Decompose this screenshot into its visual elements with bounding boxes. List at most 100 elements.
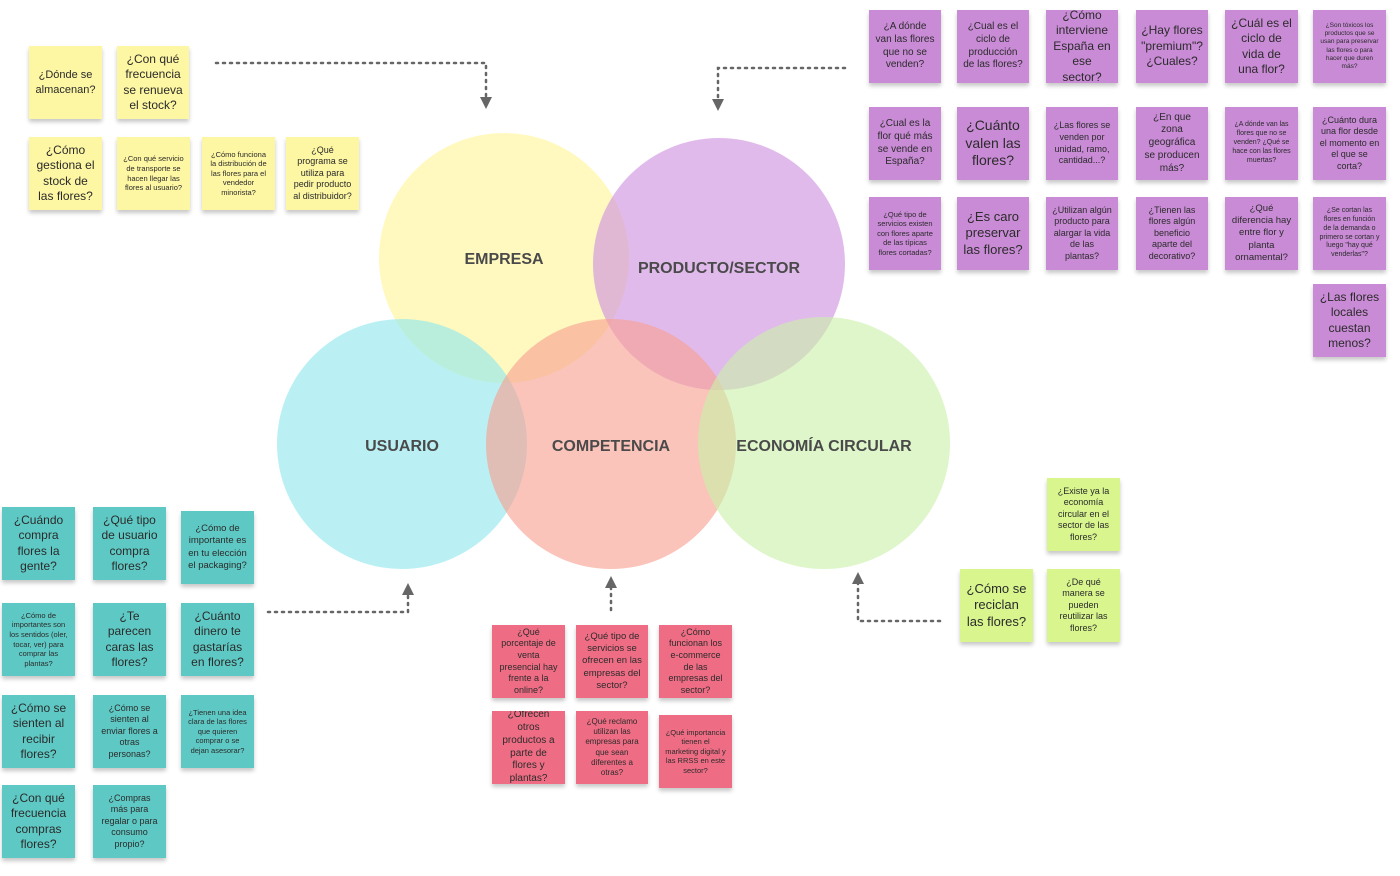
sticky-note-text: ¿Cuánto dura una flor desde el momento e… bbox=[1319, 114, 1380, 171]
sticky-note-text: ¿Existe ya la economía circular en el se… bbox=[1057, 485, 1110, 542]
sticky-note-text: ¿De qué manera se pueden reutilizar las … bbox=[1059, 576, 1108, 633]
connector-economia bbox=[852, 572, 942, 623]
sticky-note-competencia: ¿Ofrecen otros productos a parte de flor… bbox=[492, 711, 565, 784]
sticky-note-empresa: ¿Cómo gestiona el stock de las flores? bbox=[29, 137, 102, 210]
sticky-note-economia: ¿De qué manera se pueden reutilizar las … bbox=[1047, 569, 1120, 642]
circle-competencia bbox=[486, 319, 736, 569]
sticky-note-text: ¿Ofrecen otros productos a parte de flor… bbox=[502, 711, 555, 784]
sticky-note-text: ¿Qué diferencia hay entre flor y planta … bbox=[1231, 203, 1292, 263]
sticky-note-text: ¿Qué porcentaje de venta presencial hay … bbox=[499, 626, 558, 695]
sticky-note-empresa: ¿Dónde se almacenan? bbox=[29, 46, 102, 119]
sticky-note-text: ¿Tienen una idea clara de las flores que… bbox=[188, 707, 247, 755]
sticky-note-producto: ¿Qué tipo de servicios existen con flore… bbox=[869, 197, 941, 270]
sticky-note-producto: ¿Cuánto dura una flor desde el momento e… bbox=[1313, 107, 1386, 180]
sticky-note-empresa: ¿Qué programa se utiliza para pedir prod… bbox=[286, 137, 359, 210]
sticky-note-competencia: ¿Qué reclamo utilizan las empresas para … bbox=[576, 711, 648, 784]
sticky-note-producto: ¿Cuál es el ciclo de vida de una flor? bbox=[1225, 10, 1298, 83]
sticky-note-economia: ¿Existe ya la economía circular en el se… bbox=[1047, 478, 1120, 551]
label-producto: PRODUCTO/SECTOR bbox=[638, 260, 801, 277]
sticky-note-text: ¿Cómo de importante es en tu elección el… bbox=[188, 523, 247, 571]
connector-empresa bbox=[214, 61, 492, 109]
label-economia: ECONOMÍA CIRCULAR bbox=[736, 436, 912, 455]
sticky-note-text: ¿Con qué servicio de transporte se hacen… bbox=[123, 154, 184, 193]
sticky-note-text: ¿Cuándo compra flores la gente? bbox=[13, 512, 64, 573]
connector-usuario bbox=[266, 583, 414, 614]
sticky-note-producto: ¿A dónde van las flores que no se venden… bbox=[869, 10, 941, 83]
sticky-note-producto: ¿Utilizan algún producto para alargar la… bbox=[1046, 197, 1118, 270]
sticky-note-text: ¿Es caro preservar las flores? bbox=[963, 208, 1023, 257]
sticky-note-text: ¿Cómo se sienten al enviar flores a otra… bbox=[101, 702, 158, 759]
sticky-note-producto: ¿Cómo interviene España en ese sector? bbox=[1046, 10, 1118, 83]
sticky-note-producto: ¿Tienen las flores algún beneficio apart… bbox=[1136, 197, 1208, 270]
sticky-note-producto: ¿Es caro preservar las flores? bbox=[957, 197, 1029, 270]
sticky-note-text: ¿Qué importancia tienen el marketing dig… bbox=[665, 727, 726, 775]
sticky-note-text: ¿Cual es la flor qué más se vende en Esp… bbox=[877, 117, 933, 168]
sticky-note-text: ¿Utilizan algún producto para alargar la… bbox=[1052, 204, 1112, 261]
sticky-note-text: ¿Qué reclamo utilizan las empresas para … bbox=[585, 716, 639, 777]
sticky-note-text: ¿Son tóxicos los productos que se usan p… bbox=[1320, 21, 1379, 71]
sticky-note-producto: ¿Cual es el ciclo de producción de las f… bbox=[957, 10, 1029, 83]
circle-economia bbox=[698, 317, 950, 569]
sticky-note-text: ¿Hay flores "premium"? ¿Cuales? bbox=[1141, 23, 1203, 69]
sticky-note-producto: ¿Qué diferencia hay entre flor y planta … bbox=[1225, 197, 1298, 270]
sticky-note-text: ¿A dónde van las flores que no se venden… bbox=[875, 20, 935, 71]
sticky-note-text: ¿Las flores locales cuestan menos? bbox=[1319, 289, 1380, 350]
sticky-note-producto: ¿Las flores se venden por unidad, ramo, … bbox=[1046, 107, 1118, 180]
sticky-note-producto: ¿En que zona geográfica se producen más? bbox=[1136, 107, 1208, 180]
sticky-note-usuario: ¿Te parecen caras las flores? bbox=[93, 603, 166, 676]
sticky-note-usuario: ¿Cuándo compra flores la gente? bbox=[2, 507, 75, 580]
sticky-note-text: ¿Cómo gestiona el stock de las flores? bbox=[36, 142, 95, 203]
sticky-note-producto: ¿Cuánto valen las flores? bbox=[957, 107, 1029, 180]
sticky-note-producto: ¿A dónde van las flores que no se venden… bbox=[1225, 107, 1298, 180]
sticky-note-empresa: ¿Con qué servicio de transporte se hacen… bbox=[117, 137, 190, 210]
sticky-note-text: ¿Se cortan las flores en función de la d… bbox=[1319, 206, 1380, 259]
sticky-note-text: ¿Compras más para regalar o para consumo… bbox=[101, 792, 158, 849]
sticky-note-usuario: ¿Cuánto dinero te gastarías en flores? bbox=[181, 603, 254, 676]
sticky-note-empresa: ¿Con qué frecuencia se renueva el stock? bbox=[117, 46, 189, 119]
sticky-note-usuario: ¿Qué tipo de usuario compra flores? bbox=[93, 507, 166, 580]
label-competencia: COMPETENCIA bbox=[552, 438, 671, 455]
sticky-note-text: ¿Cuánto dinero te gastarías en flores? bbox=[191, 608, 244, 669]
sticky-note-text: ¿Tienen las flores algún beneficio apart… bbox=[1148, 204, 1196, 261]
sticky-note-text: ¿Cómo interviene España en ese sector? bbox=[1053, 10, 1111, 83]
sticky-note-text: ¿Qué programa se utiliza para pedir prod… bbox=[293, 144, 352, 201]
sticky-note-text: ¿Cómo se sienten al recibir flores? bbox=[10, 700, 67, 761]
sticky-note-text: ¿Qué tipo de servicios se ofrecen en las… bbox=[582, 631, 642, 691]
sticky-note-competencia: ¿Qué importancia tienen el marketing dig… bbox=[659, 715, 732, 788]
sticky-note-competencia: ¿Cómo funcionan los e-commerce de las em… bbox=[659, 625, 732, 698]
sticky-note-text: ¿A dónde van las flores que no se venden… bbox=[1232, 121, 1291, 164]
sticky-note-text: ¿Con qué frecuencia compras flores? bbox=[10, 790, 67, 851]
connector-producto bbox=[712, 66, 847, 111]
sticky-note-text: ¿Cómo funciona la distribución de las fl… bbox=[210, 149, 267, 197]
sticky-note-economia: ¿Cómo se reciclan las flores? bbox=[960, 569, 1033, 642]
sticky-note-usuario: ¿Cómo se sienten al recibir flores? bbox=[2, 695, 75, 768]
sticky-note-competencia: ¿Qué tipo de servicios se ofrecen en las… bbox=[576, 625, 648, 698]
sticky-note-text: ¿Cual es el ciclo de producción de las f… bbox=[963, 20, 1023, 71]
sticky-note-producto: ¿Las flores locales cuestan menos? bbox=[1313, 284, 1386, 357]
sticky-note-usuario: ¿Compras más para regalar o para consumo… bbox=[93, 785, 166, 858]
label-usuario: USUARIO bbox=[365, 438, 439, 455]
sticky-note-text: ¿Cómo funcionan los e-commerce de las em… bbox=[668, 626, 723, 695]
sticky-note-usuario: ¿Cómo se sienten al enviar flores a otra… bbox=[93, 695, 166, 768]
sticky-note-text: ¿Cómo de importantes son los sentidos (o… bbox=[9, 610, 68, 668]
sticky-note-producto: ¿Son tóxicos los productos que se usan p… bbox=[1313, 10, 1386, 83]
sticky-note-text: ¿Cuál es el ciclo de vida de una flor? bbox=[1231, 15, 1292, 76]
sticky-note-text: ¿Te parecen caras las flores? bbox=[105, 608, 154, 669]
sticky-note-producto: ¿Cual es la flor qué más se vende en Esp… bbox=[869, 107, 941, 180]
sticky-note-competencia: ¿Qué porcentaje de venta presencial hay … bbox=[492, 625, 565, 698]
sticky-note-text: ¿Cómo se reciclan las flores? bbox=[966, 580, 1027, 629]
sticky-note-usuario: ¿Cómo de importantes son los sentidos (o… bbox=[2, 603, 75, 676]
circle-empresa bbox=[379, 133, 629, 383]
sticky-note-text: ¿Dónde se almacenan? bbox=[35, 69, 96, 96]
sticky-note-text: ¿Cuánto valen las flores? bbox=[965, 116, 1021, 169]
label-empresa: EMPRESA bbox=[464, 251, 544, 268]
circle-usuario bbox=[277, 319, 527, 569]
sticky-note-text: ¿Las flores se venden por unidad, ramo, … bbox=[1053, 120, 1111, 166]
sticky-note-text: ¿En que zona geográfica se producen más? bbox=[1144, 111, 1200, 174]
sticky-note-usuario: ¿Cómo de importante es en tu elección el… bbox=[181, 511, 254, 584]
sticky-note-usuario: ¿Con qué frecuencia compras flores? bbox=[2, 785, 75, 858]
sticky-note-text: ¿Qué tipo de servicios existen con flore… bbox=[877, 209, 933, 257]
sticky-note-producto: ¿Hay flores "premium"? ¿Cuales? bbox=[1136, 10, 1208, 83]
sticky-note-empresa: ¿Cómo funciona la distribución de las fl… bbox=[202, 137, 275, 210]
